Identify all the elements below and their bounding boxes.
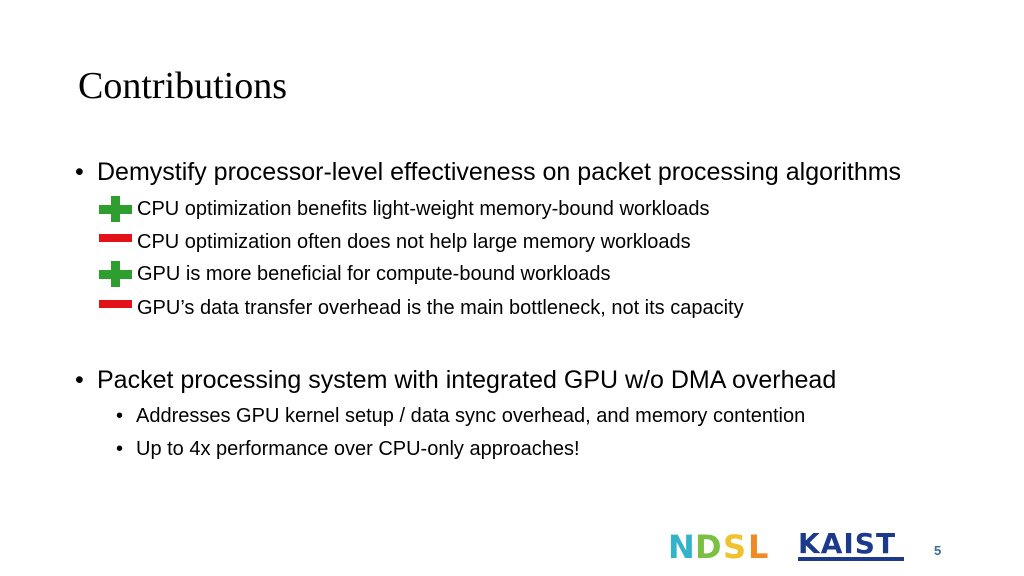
ndsl-logo: N D S L <box>668 528 768 564</box>
sub-item-3-text: GPU is more beneficial for compute-bound… <box>137 263 611 285</box>
sub-item-1-text: CPU optimization benefits light-weight m… <box>137 198 710 220</box>
kaist-logo: KAIST <box>798 527 904 561</box>
slide-title: Contributions <box>78 65 288 107</box>
minus-icon <box>99 300 132 308</box>
sub-bullet-2-text: Up to 4x performance over CPU-only appro… <box>136 438 580 460</box>
bullet-2-text: Packet processing system with integrated… <box>97 366 837 394</box>
bullet-1-text: Demystify processor-level effectiveness … <box>97 158 902 186</box>
svg-text:KAIST: KAIST <box>798 527 896 560</box>
svg-text:L: L <box>748 528 768 564</box>
sub-item-4-text: GPU’s data transfer overhead is the main… <box>137 297 744 319</box>
bullet-dot: • <box>75 366 84 394</box>
page-number: 5 <box>934 543 942 558</box>
plus-icon <box>99 261 132 287</box>
svg-text:D: D <box>695 528 722 564</box>
sub-item-2-text: CPU optimization often does not help lar… <box>137 231 691 253</box>
bullet-dot: • <box>116 405 124 427</box>
svg-text:N: N <box>668 528 695 564</box>
sub-bullet-1-text: Addresses GPU kernel setup / data sync o… <box>136 405 806 427</box>
bullet-dot: • <box>75 158 84 186</box>
minus-icon <box>99 234 132 242</box>
plus-icon <box>99 196 132 222</box>
svg-text:S: S <box>723 528 746 564</box>
bullet-dot: • <box>116 438 124 460</box>
